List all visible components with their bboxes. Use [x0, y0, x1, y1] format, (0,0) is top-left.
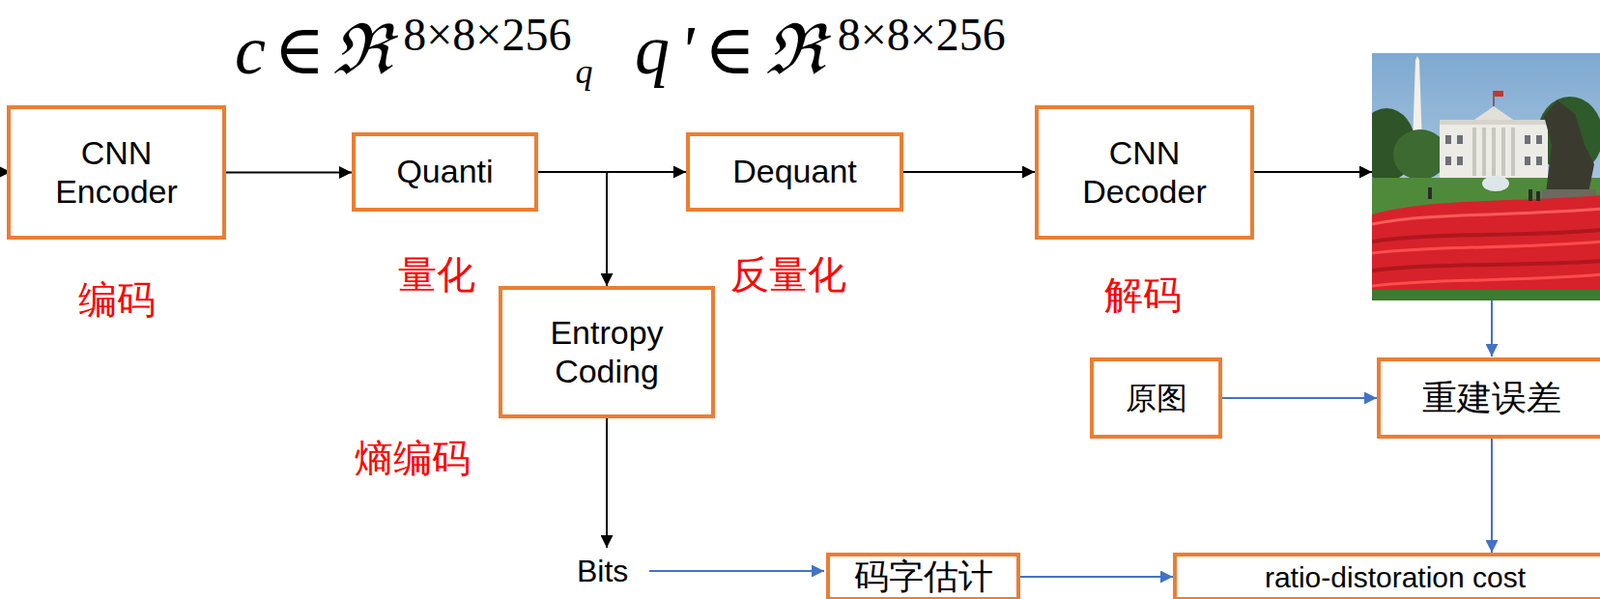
box-text: Entropy Coding	[502, 314, 712, 390]
stage-label: 量化	[398, 255, 476, 294]
box-text: CNN Encoder	[10, 134, 223, 210]
superscript: 8×8×256	[402, 11, 572, 58]
box-text: ratio-distoration cost	[1257, 561, 1534, 594]
dequantize-box: Dequant	[685, 132, 904, 212]
flow-arrow	[538, 171, 607, 286]
stage-label: 解码	[1104, 275, 1182, 315]
flow-arrow	[226, 171, 352, 174]
stage-label: 反量化	[730, 255, 847, 294]
box-text: Quanti	[388, 152, 501, 191]
output-arrow	[1250, 171, 1372, 173]
bits-estimate-arrow	[649, 570, 825, 572]
flow-arrow	[1222, 397, 1377, 400]
flow-arrow	[1020, 575, 1173, 578]
box-text: CNN Decoder	[1038, 134, 1251, 210]
flow-arrow	[1490, 438, 1493, 553]
superscript: 8×8×256	[837, 11, 1006, 58]
entropy-coding-box: Entropy Coding	[498, 285, 715, 419]
photo-illustration	[1371, 53, 1600, 301]
picture-error-arrow	[1490, 300, 1493, 357]
math-symbol: q'∈ℜ	[634, 15, 834, 86]
cost-box: ratio-distoration cost	[1172, 552, 1600, 599]
error-box: 重建误差	[1376, 357, 1600, 439]
math-symbol: c∈ℜ	[234, 15, 400, 86]
box-text: Dequant	[724, 152, 865, 191]
bits-arrow	[605, 418, 608, 548]
box-text: 重建误差	[1414, 377, 1570, 418]
stage-label: 熵编码	[354, 438, 471, 478]
estimate-box: 码字估计	[826, 552, 1021, 599]
bits-label: Bits	[576, 555, 629, 587]
flow-arrow	[903, 171, 1035, 173]
box-text: 原图	[1117, 380, 1196, 417]
encoder-box: CNN Encoder	[6, 105, 227, 240]
decoder-box: CNN Decoder	[1034, 105, 1255, 240]
quantize-box: Quanti	[351, 132, 539, 212]
stage-label: 编码	[78, 280, 156, 319]
subscript: q	[574, 54, 593, 89]
box-text: 码字估计	[846, 558, 1001, 596]
original-image-box: 原图	[1089, 357, 1223, 439]
